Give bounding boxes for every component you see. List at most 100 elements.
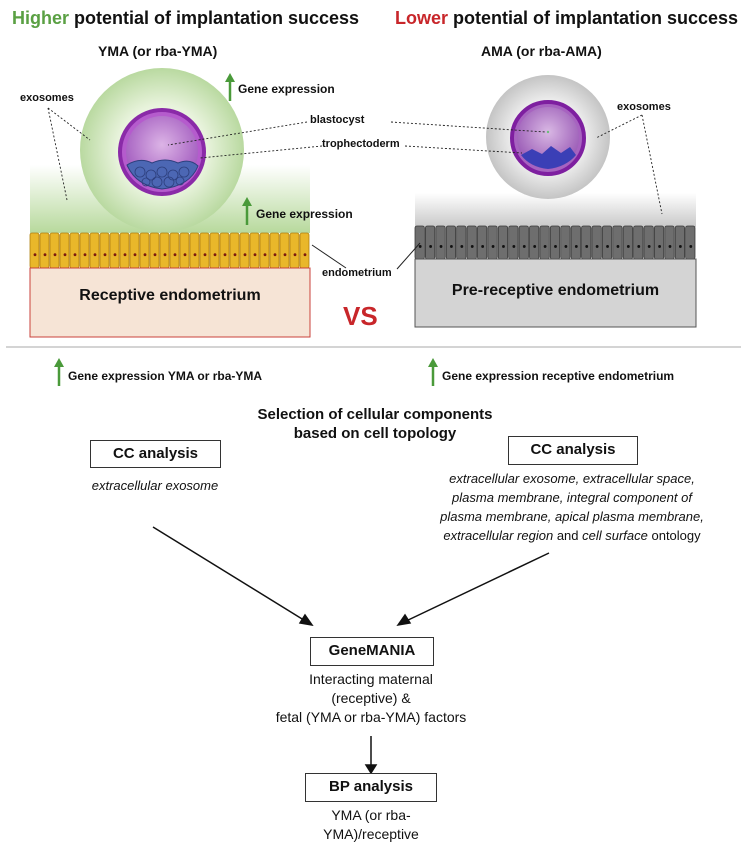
cell-nucleus <box>647 245 651 248</box>
epithelial-cell <box>685 225 696 260</box>
cell-nucleus <box>183 253 187 257</box>
selection-heading: Selection of cellular components based o… <box>200 405 550 443</box>
cell-nucleus <box>93 253 97 257</box>
bp-desc-line: YMA (or rba- <box>331 807 411 823</box>
epithelial-cell <box>299 232 310 269</box>
blastocyst-label: blastocyst <box>310 114 365 126</box>
epithelial-cell <box>39 232 50 269</box>
epithelial-cell <box>279 232 290 269</box>
cc-left-terms: extracellular exosome <box>91 478 219 493</box>
cell-nucleus <box>293 253 297 257</box>
left-embryo-label: YMA (or rba-YMA) <box>98 43 218 59</box>
cell-nucleus <box>564 245 568 248</box>
term-ontology: ontology <box>647 528 701 543</box>
epithelial-cell <box>643 225 654 260</box>
genemania-description: Interacting maternal (receptive) & fetal… <box>240 670 502 727</box>
endometrium-label: endometrium <box>322 267 392 279</box>
pre-receptive-endometrium-label: Pre-receptive endometrium <box>451 282 660 299</box>
epithelial-cell <box>612 225 623 260</box>
cell-nucleus <box>223 253 227 257</box>
cell-nucleus <box>418 245 422 248</box>
cc-analysis-right-box: CC analysis <box>508 436 638 465</box>
epithelial-cell <box>269 232 280 269</box>
epithelial-cell <box>518 225 529 260</box>
cell-nucleus <box>53 253 57 257</box>
epithelial-cell <box>229 232 240 269</box>
cell-nucleus <box>439 245 443 248</box>
epithelial-cell <box>49 232 60 269</box>
epithelial-cell <box>139 232 150 269</box>
epithelial-cell <box>259 232 270 269</box>
term-extracellular-region: extracellular region <box>443 528 554 543</box>
cell-nucleus <box>502 245 505 248</box>
epithelial-cell <box>456 225 467 260</box>
epithelial-cell <box>477 225 488 260</box>
cell-nucleus <box>554 245 557 248</box>
epithelial-cell <box>622 225 633 260</box>
epithelial-cell <box>89 232 100 269</box>
epithelial-cell <box>59 232 70 269</box>
cc-right-term-last-line: extracellular region and cell surface on… <box>418 526 726 545</box>
cc-right-terms: extracellular exosome, extracellular spa… <box>418 469 726 545</box>
epithelial-cell <box>414 225 425 260</box>
cell-nucleus <box>481 245 485 248</box>
cell-nucleus <box>43 253 47 257</box>
receptive-endometrium-block <box>29 267 311 338</box>
cell-nucleus <box>143 253 147 257</box>
epithelial-cell <box>249 232 260 269</box>
selection-line-1: Selection of cellular components <box>257 406 493 423</box>
cell-nucleus <box>33 253 37 257</box>
cell-nucleus <box>243 253 247 257</box>
right-inner-cell-mass <box>521 146 576 169</box>
cell-nucleus <box>460 245 464 248</box>
cell-nucleus <box>303 253 307 257</box>
cc-analysis-left-box: CC analysis <box>90 440 221 468</box>
epithelial-cell <box>425 225 436 260</box>
epithelial-cell <box>549 225 561 260</box>
cell-nucleus <box>233 253 237 257</box>
left-gene-expression-top: Gene expression <box>238 82 335 96</box>
epithelial-cell <box>219 232 230 269</box>
cell-nucleus <box>213 253 217 257</box>
epithelial-cell <box>289 232 300 269</box>
cell-nucleus <box>689 245 693 248</box>
epithelial-cell <box>129 232 140 269</box>
cell-nucleus <box>203 253 207 257</box>
cell-nucleus <box>595 245 599 248</box>
down-arrow-icon <box>364 764 378 775</box>
cell-nucleus <box>429 245 433 248</box>
cell-nucleus <box>103 253 107 257</box>
cell-nucleus <box>470 245 474 248</box>
cell-nucleus <box>637 245 641 248</box>
gene-expression-yma: Gene expression YMA or rba-YMA <box>68 369 263 383</box>
trophectoderm-label: trophectoderm <box>322 138 400 150</box>
vs-label: VS <box>343 301 378 331</box>
cell-nucleus <box>153 253 157 257</box>
pre-receptive-endometrium-block <box>414 258 697 328</box>
left-title: Higher potential of implantation success <box>12 8 359 29</box>
cell-nucleus <box>522 245 526 248</box>
epithelial-cell <box>508 225 519 260</box>
cell-nucleus <box>585 245 589 248</box>
genemania-desc-line: (receptive) & <box>331 690 411 706</box>
cc-right-term-line: extracellular exosome, extracellular spa… <box>449 471 695 486</box>
cell-nucleus <box>283 253 287 257</box>
genemania-box: GeneMANIA <box>310 637 434 666</box>
term-and: and <box>553 528 583 543</box>
left-epithelium <box>29 232 310 269</box>
epithelial-cell <box>601 225 613 260</box>
left-gene-expression-mid: Gene expression <box>256 207 353 221</box>
epithelial-cell <box>109 232 120 269</box>
epithelial-cell <box>79 232 90 269</box>
cell-nucleus <box>491 245 495 248</box>
epithelial-cell <box>560 225 571 260</box>
epithelial-cell <box>497 225 509 260</box>
cell-nucleus <box>123 253 127 257</box>
epithelial-cell <box>239 232 250 269</box>
epithelial-cell <box>69 232 80 269</box>
epithelial-cell <box>539 225 550 260</box>
cell-nucleus <box>73 253 77 257</box>
right-grey-field <box>415 193 696 227</box>
cell-nucleus <box>658 245 661 248</box>
cell-nucleus <box>163 253 167 257</box>
